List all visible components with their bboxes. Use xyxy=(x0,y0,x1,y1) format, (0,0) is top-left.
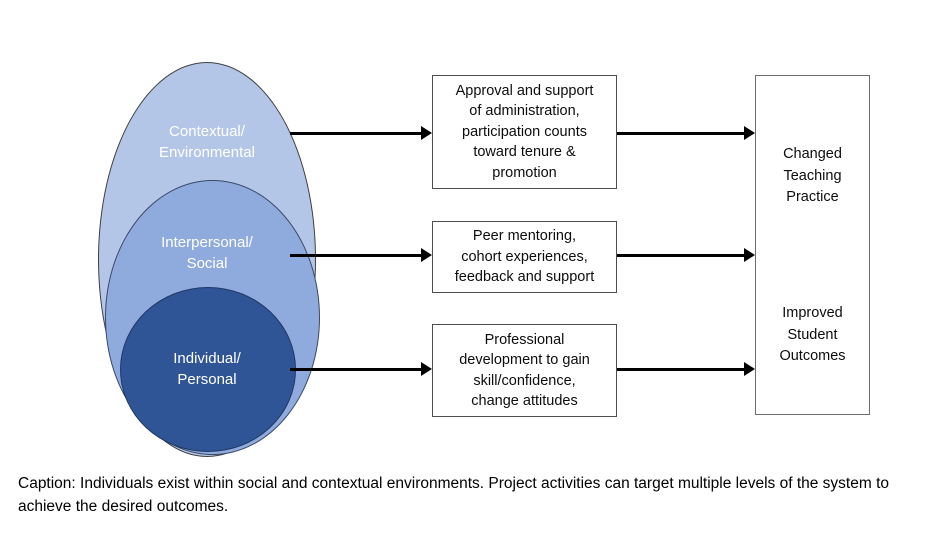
arrow-head-icon xyxy=(744,126,755,140)
activity-box-professional-development: Professional development to gain skill/c… xyxy=(432,324,617,417)
arrow-activity1-to-outcomes xyxy=(616,126,755,140)
label-interpersonal-social: Interpersonal/ Social xyxy=(161,234,253,272)
arrow-shaft xyxy=(290,253,423,257)
arrow-head-icon xyxy=(421,362,432,376)
arrow-individual-to-activity xyxy=(290,362,432,376)
activity-box-peer-mentoring: Peer mentoring, cohort experiences, feed… xyxy=(432,221,617,293)
activity-box-administration: Approval and support of administration, … xyxy=(432,75,617,189)
arrow-shaft xyxy=(290,131,423,135)
label-individual-personal: Individual/ Personal xyxy=(173,350,241,388)
label-contextual-environmental: Contextual/ Environmental xyxy=(159,123,255,161)
outcome-changed-teaching-practice: Changed Teaching Practice xyxy=(783,146,842,205)
ellipse-individual-personal xyxy=(120,287,296,452)
arrow-shaft xyxy=(616,367,746,371)
arrow-shaft xyxy=(290,367,423,371)
arrow-shaft xyxy=(616,131,746,135)
arrow-head-icon xyxy=(744,362,755,376)
arrow-contextual-to-activity xyxy=(290,126,432,140)
outcomes-box: Changed Teaching Practice Improved Stude… xyxy=(755,75,870,415)
figure-caption: Caption: Individuals exist within social… xyxy=(18,475,890,515)
arrow-interpersonal-to-activity xyxy=(290,248,432,262)
arrow-head-icon xyxy=(744,248,755,262)
arrow-head-icon xyxy=(421,248,432,262)
arrow-activity2-to-outcomes xyxy=(616,248,755,262)
arrow-shaft xyxy=(616,253,746,257)
arrow-head-icon xyxy=(421,126,432,140)
arrow-activity3-to-outcomes xyxy=(616,362,755,376)
outcome-improved-student-outcomes: Improved Student Outcomes xyxy=(779,305,846,364)
